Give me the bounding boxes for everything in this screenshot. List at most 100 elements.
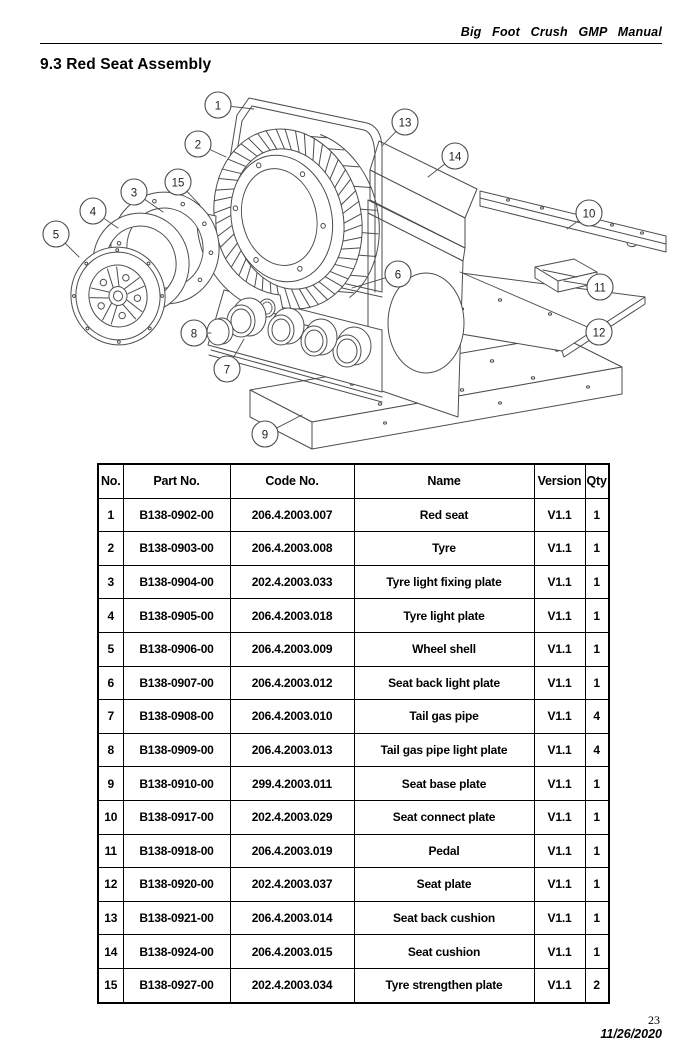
- table-cell: 11: [97, 833, 124, 869]
- table-cell: 1: [584, 564, 610, 600]
- callout-leader-line: [276, 414, 303, 429]
- table-cell: 14: [97, 934, 124, 969]
- table-cell: 1: [584, 665, 610, 701]
- table-cell: 206.4.2003.019: [229, 833, 355, 869]
- table-cell: 1: [584, 833, 610, 869]
- table-cell: B138-0908-00: [122, 699, 231, 734]
- table-cell: 15: [97, 967, 124, 1004]
- column-header: Code No.: [229, 463, 355, 499]
- callout-circle: [251, 420, 279, 448]
- table-cell: 202.4.2003.034: [229, 967, 355, 1004]
- table-cell: 8: [97, 732, 124, 768]
- callout-circle: [586, 273, 614, 301]
- callout-leader-line: [351, 277, 387, 289]
- callout-leader-line: [563, 280, 588, 286]
- table-cell: 10: [97, 799, 124, 835]
- table-cell: 206.4.2003.008: [229, 531, 355, 566]
- section-title: 9.3 Red Seat Assembly: [40, 56, 212, 73]
- table-cell: 1: [97, 497, 124, 533]
- callout-number: 8: [191, 328, 197, 340]
- callout-circle: [79, 197, 107, 225]
- callout-leader-line: [566, 220, 579, 230]
- callout-leader-line: [230, 105, 255, 110]
- table-cell: 1: [584, 766, 610, 801]
- seat-back-part: [225, 97, 383, 293]
- table-cell: 1: [584, 631, 610, 667]
- table-cell: Tyre strengthen plate: [353, 967, 535, 1004]
- table-cell: V1.1: [533, 699, 586, 734]
- table-cell: 206.4.2003.018: [229, 598, 355, 633]
- column-header: Part No.: [122, 463, 231, 499]
- callout-number: 13: [399, 117, 412, 129]
- table-cell: V1.1: [533, 531, 586, 566]
- table-cell: 1: [584, 900, 610, 936]
- table-cell: V1.1: [533, 833, 586, 869]
- table-cell: B138-0906-00: [122, 631, 231, 667]
- table-cell: 206.4.2003.009: [229, 631, 355, 667]
- table-cell: 299.4.2003.011: [229, 766, 355, 801]
- table-cell: V1.1: [533, 497, 586, 533]
- table-cell: 206.4.2003.013: [229, 732, 355, 768]
- callout-circle: [391, 108, 419, 136]
- callout-leader-line: [209, 149, 227, 158]
- table-cell: V1.1: [533, 799, 586, 835]
- table-cell: V1.1: [533, 766, 586, 801]
- callout-circle: [204, 91, 232, 119]
- table-cell: 5: [97, 631, 124, 667]
- callout-leader-line: [427, 163, 446, 178]
- table-cell: 1: [584, 934, 610, 969]
- table-cell: B138-0907-00: [122, 665, 231, 701]
- table-cell: B138-0910-00: [122, 766, 231, 801]
- callout-circle: [384, 260, 412, 288]
- table-cell: Seat back light plate: [353, 665, 535, 701]
- table-cell: V1.1: [533, 665, 586, 701]
- wheel-shell-part: [70, 246, 166, 346]
- table-cell: 12: [97, 867, 124, 902]
- table-cell: Tyre light plate: [353, 598, 535, 633]
- callout-circle: [180, 319, 208, 347]
- table-cell: Seat base plate: [353, 766, 535, 801]
- table-cell: 6: [97, 665, 124, 701]
- table-cell: 202.4.2003.037: [229, 867, 355, 902]
- table-cell: Pedal: [353, 833, 535, 869]
- table-cell: V1.1: [533, 934, 586, 969]
- callout-number: 2: [195, 139, 201, 151]
- table-cell: V1.1: [533, 564, 586, 600]
- table-cell: 3: [97, 564, 124, 600]
- table-cell: 1: [584, 867, 610, 902]
- callout-number: 11: [594, 282, 606, 294]
- callout-number: 7: [224, 364, 230, 376]
- column-header: No.: [97, 463, 124, 499]
- callout-number: 3: [131, 187, 137, 199]
- table-cell: Wheel shell: [353, 631, 535, 667]
- callout-circle: [120, 178, 148, 206]
- table-cell: 13: [97, 900, 124, 936]
- table-cell: B138-0917-00: [122, 799, 231, 835]
- table-cell: B138-0904-00: [122, 564, 231, 600]
- callout-leader-line: [381, 130, 397, 147]
- table-cell: Tyre light fixing plate: [353, 564, 535, 600]
- callout-number: 12: [593, 327, 606, 339]
- table-cell: B138-0927-00: [122, 967, 231, 1004]
- table-cell: 7: [97, 699, 124, 734]
- table-cell: Seat connect plate: [353, 799, 535, 835]
- callout-circle: [213, 355, 241, 383]
- column-header: Version: [533, 463, 586, 499]
- table-cell: B138-0909-00: [122, 732, 231, 768]
- tail-gas-pipes: [206, 297, 372, 368]
- table-cell: Tyre: [353, 531, 535, 566]
- column-header: Name: [353, 463, 535, 499]
- table-cell: 206.4.2003.015: [229, 934, 355, 969]
- callout-circle: [441, 142, 469, 170]
- column-header: Qty: [584, 463, 610, 499]
